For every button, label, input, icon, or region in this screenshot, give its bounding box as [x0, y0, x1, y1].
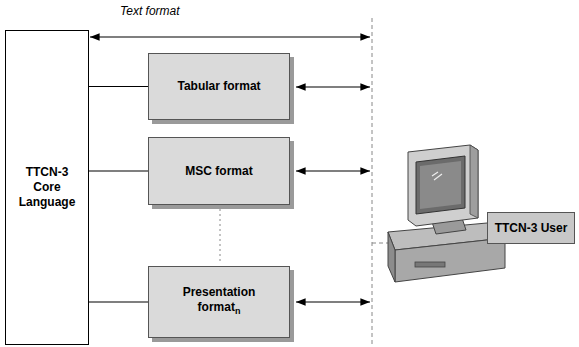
- node-label: Presentation format: [183, 285, 256, 314]
- connector-line: [89, 86, 148, 87]
- node-label: MSC format: [185, 164, 252, 178]
- node-text: TTCN-3 Core Language: [16, 165, 78, 210]
- format-box: MSC format: [148, 137, 290, 205]
- node-label: Tabular format: [177, 79, 260, 93]
- subscript: n: [235, 306, 241, 316]
- format-arrow: [296, 170, 370, 171]
- node-text: MSC format: [185, 164, 252, 179]
- connector-line: [89, 170, 148, 171]
- node-label: TTCN-3 Core Language: [19, 165, 76, 209]
- format-box: Tabular format: [148, 53, 290, 120]
- node-text: Presentation formatn: [172, 285, 267, 319]
- continuation-dots: [220, 209, 221, 264]
- connector-line: [89, 301, 148, 302]
- format-label: Text format: [120, 4, 180, 18]
- node-text: TTCN-3 User: [495, 221, 568, 236]
- boundary-line: [372, 18, 373, 347]
- core-language-box: TTCN-3 Core Language: [5, 30, 89, 345]
- user-label-box: TTCN-3 User: [487, 212, 575, 244]
- format-box: Presentation formatn: [148, 266, 290, 338]
- node-text: Tabular format: [177, 79, 260, 94]
- text-format-arrow: [90, 36, 370, 37]
- format-arrow: [296, 86, 370, 87]
- node-label: TTCN-3 User: [495, 221, 568, 235]
- format-arrow: [296, 301, 370, 302]
